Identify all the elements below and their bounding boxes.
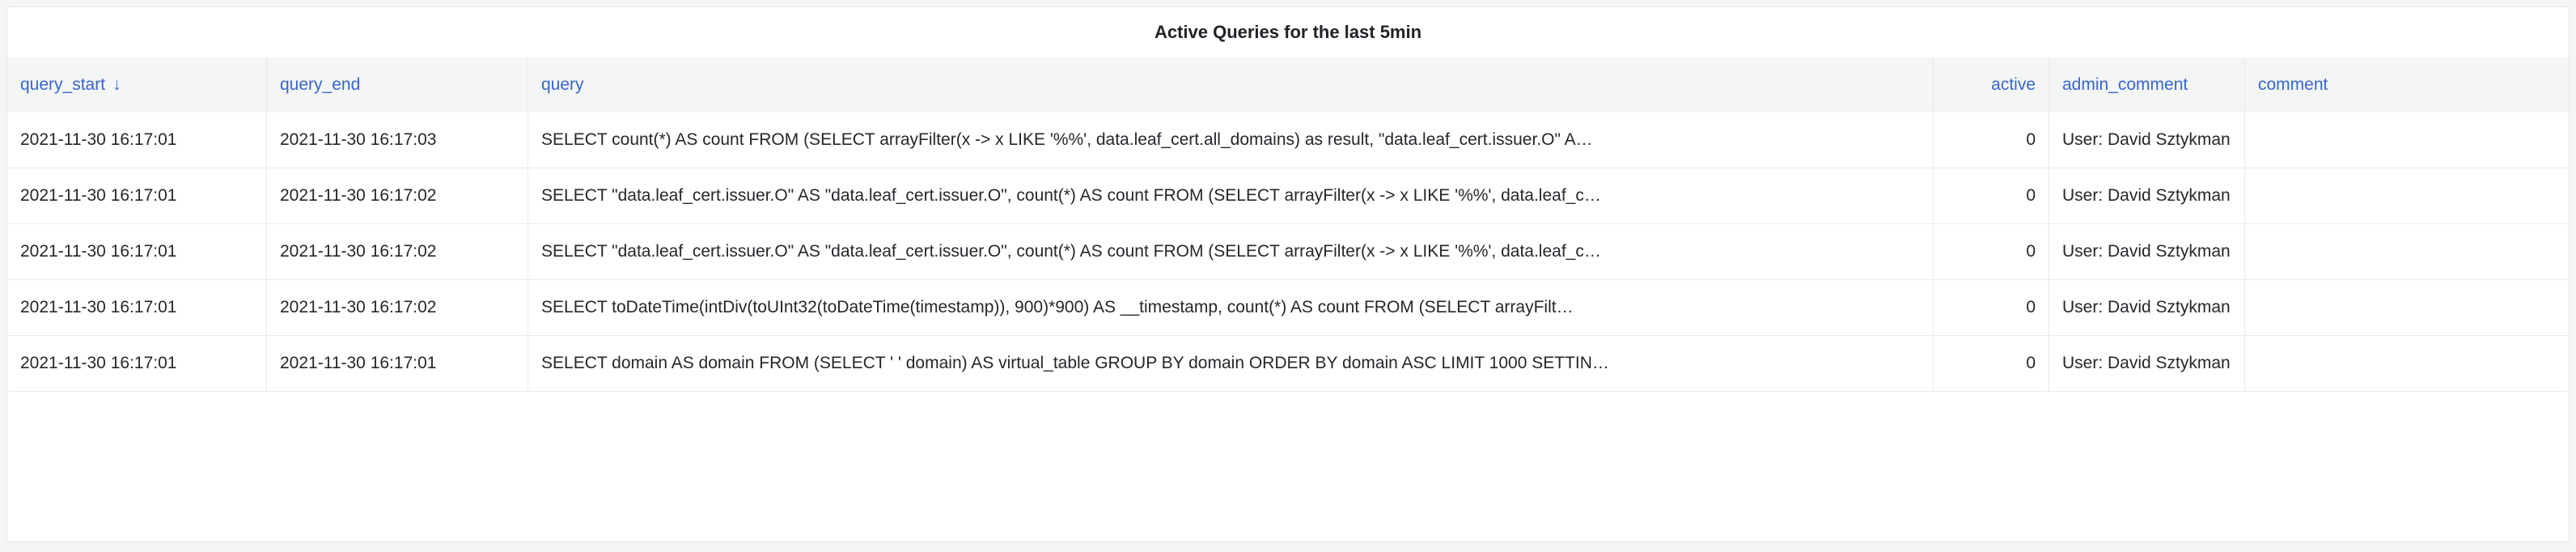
column-header-label: comment bbox=[2258, 75, 2328, 94]
column-header-label: query_start bbox=[20, 75, 106, 94]
cell-query-start: 2021-11-30 16:17:01 bbox=[7, 280, 267, 336]
active-queries-table: query_start ↓ query_end query active adm… bbox=[7, 57, 2569, 392]
column-header-label: query bbox=[541, 75, 584, 94]
cell-admin-comment: User: David Sztykman bbox=[2049, 224, 2245, 280]
column-header-query-end[interactable]: query_end bbox=[267, 57, 528, 113]
cell-query: SELECT count(*) AS count FROM (SELECT ar… bbox=[528, 113, 1934, 168]
cell-query: SELECT "data.leaf_cert.issuer.O" AS "dat… bbox=[528, 224, 1934, 280]
cell-comment bbox=[2245, 113, 2569, 168]
cell-admin-comment: User: David Sztykman bbox=[2049, 280, 2245, 336]
cell-query-start: 2021-11-30 16:17:01 bbox=[7, 113, 267, 168]
cell-active: 0 bbox=[1934, 280, 2049, 336]
cell-comment bbox=[2245, 280, 2569, 336]
cell-query-start: 2021-11-30 16:17:01 bbox=[7, 168, 267, 224]
cell-query: SELECT domain AS domain FROM (SELECT ' '… bbox=[528, 336, 1934, 392]
cell-query-end: 2021-11-30 16:17:01 bbox=[267, 336, 528, 392]
column-header-label: query_end bbox=[280, 75, 361, 94]
cell-query-end: 2021-11-30 16:17:02 bbox=[267, 168, 528, 224]
cell-active: 0 bbox=[1934, 336, 2049, 392]
cell-comment bbox=[2245, 224, 2569, 280]
cell-query: SELECT "data.leaf_cert.issuer.O" AS "dat… bbox=[528, 168, 1934, 224]
cell-comment bbox=[2245, 336, 2569, 392]
cell-query-end: 2021-11-30 16:17:02 bbox=[267, 224, 528, 280]
cell-query-start: 2021-11-30 16:17:01 bbox=[7, 336, 267, 392]
cell-active: 0 bbox=[1934, 168, 2049, 224]
cell-query-start: 2021-11-30 16:17:01 bbox=[7, 224, 267, 280]
column-header-comment[interactable]: comment bbox=[2245, 57, 2569, 113]
cell-query-end: 2021-11-30 16:17:02 bbox=[267, 280, 528, 336]
column-header-active[interactable]: active bbox=[1934, 57, 2049, 113]
sort-desc-icon: ↓ bbox=[112, 75, 121, 94]
column-header-query-start[interactable]: query_start ↓ bbox=[7, 57, 267, 113]
column-header-query[interactable]: query bbox=[528, 57, 1934, 113]
cell-active: 0 bbox=[1934, 113, 2049, 168]
cell-query: SELECT toDateTime(intDiv(toUInt32(toDate… bbox=[528, 280, 1934, 336]
column-header-admin-comment[interactable]: admin_comment bbox=[2049, 57, 2245, 113]
cell-admin-comment: User: David Sztykman bbox=[2049, 168, 2245, 224]
cell-admin-comment: User: David Sztykman bbox=[2049, 336, 2245, 392]
column-header-label: active bbox=[1991, 75, 2036, 94]
column-header-label: admin_comment bbox=[2062, 75, 2188, 94]
cell-admin-comment: User: David Sztykman bbox=[2049, 113, 2245, 168]
page-title: Active Queries for the last 5min bbox=[1154, 22, 1422, 42]
panel-active-queries: Active Queries for the last 5min query_s… bbox=[6, 6, 2570, 542]
cell-active: 0 bbox=[1934, 224, 2049, 280]
cell-comment bbox=[2245, 168, 2569, 224]
cell-query-end: 2021-11-30 16:17:03 bbox=[267, 113, 528, 168]
